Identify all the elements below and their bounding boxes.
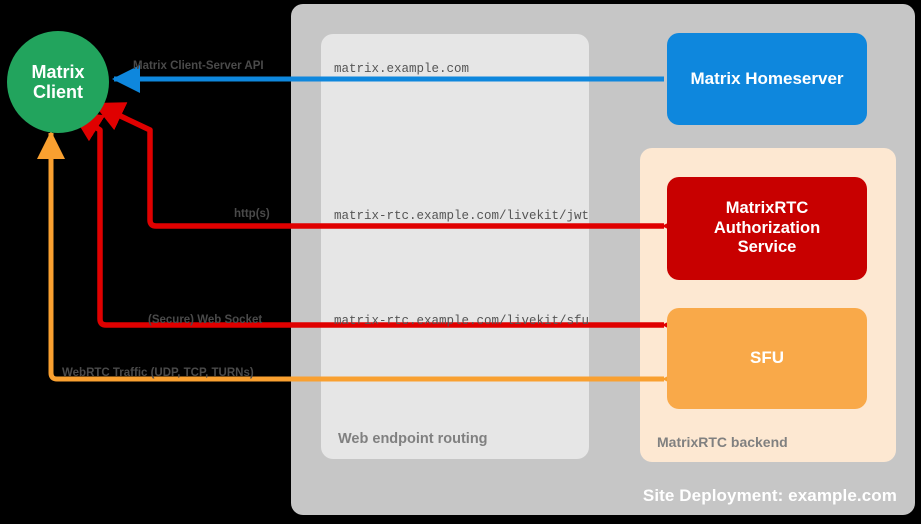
edge-label-webrtc-traffic: WebRTC Traffic (UDP, TCP, TURNs) (62, 367, 254, 379)
edge-label-http: http(s) (234, 208, 270, 220)
auth-service-label-line3: Service (737, 238, 797, 257)
node-matrix-homeserver[interactable]: Matrix Homeserver (667, 33, 867, 125)
matrix-client-label-line1: Matrix (31, 61, 85, 82)
endpoint-label-matrix-example-com: matrix.example.com (334, 62, 470, 76)
endpoint-label-livekit-jwt: matrix-rtc.example.com/livekit/jwt (334, 209, 590, 223)
auth-service-label-line2: Authorization (713, 218, 821, 237)
node-sfu[interactable]: SFU (667, 308, 867, 409)
edge-label-client-server-api: Matrix Client-Server API (133, 60, 264, 72)
site-deployment-label: Site Deployment: example.com (642, 486, 897, 505)
sfu-label: SFU (750, 348, 784, 368)
web-endpoint-routing-label: Web endpoint routing (338, 431, 488, 447)
endpoint-label-livekit-sfu: matrix-rtc.example.com/livekit/sfu (334, 314, 590, 328)
matrix-homeserver-label: Matrix Homeserver (690, 68, 844, 88)
node-matrixrtc-authorization-service[interactable]: MatrixRTC Authorization Service (667, 177, 867, 280)
connector-jwt-http (93, 101, 693, 242)
auth-service-label-line1: MatrixRTC (725, 198, 809, 217)
connector-webrtc-traffic (37, 130, 690, 393)
node-matrix-client[interactable]: Matrix Client (7, 31, 109, 133)
edge-label-web-socket: (Secure) Web Socket (148, 314, 263, 326)
matrix-client-label-line2: Client (32, 82, 83, 102)
matrixrtc-backend-label: MatrixRTC backend (657, 434, 788, 450)
